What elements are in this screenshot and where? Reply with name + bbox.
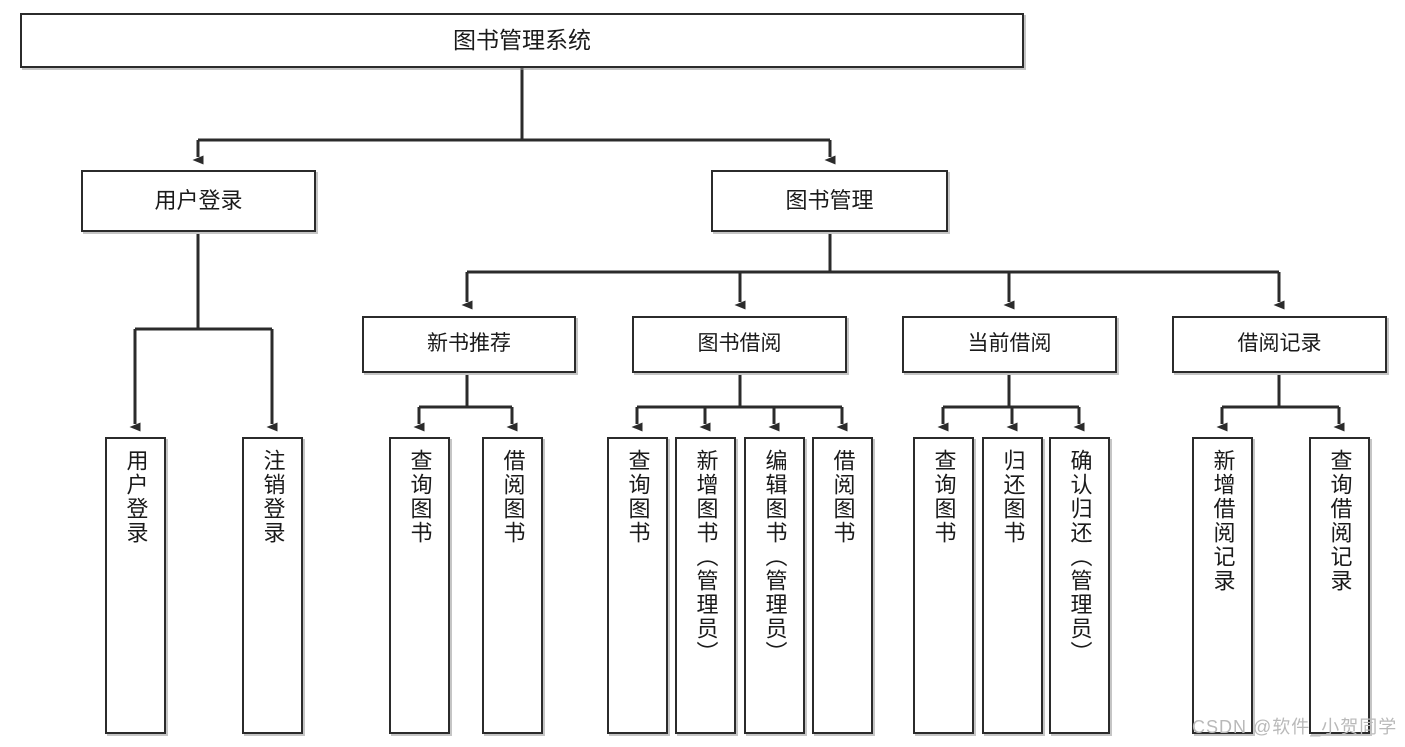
leaf-record-query[interactable]: 查询借阅记录 — [1309, 437, 1370, 734]
node-new-book-recommend-label: 新书推荐 — [427, 332, 511, 356]
node-borrow-record-label: 借阅记录 — [1237, 332, 1322, 356]
node-root[interactable]: 图书管理系统 — [20, 13, 1024, 68]
leaf-user-login-signout-label: 注销登录 — [260, 449, 286, 545]
node-book-borrow[interactable]: 图书借阅 — [632, 316, 847, 373]
leaf-borrow-query-book[interactable]: 查询图书 — [607, 437, 668, 734]
node-root-label: 图书管理系统 — [453, 26, 591, 53]
leaf-record-add[interactable]: 新增借阅记录 — [1192, 437, 1253, 734]
leaf-borrow-borrow-book-label: 借阅图书 — [830, 449, 856, 545]
leaf-current-query-book-label: 查询图书 — [931, 449, 957, 545]
csdn-watermark: CSDN @软件_小贺同学 — [1192, 717, 1398, 737]
node-current-borrow-label: 当前借阅 — [967, 332, 1052, 356]
node-book-management[interactable]: 图书管理 — [711, 170, 948, 232]
node-user-login[interactable]: 用户登录 — [81, 170, 316, 232]
node-user-login-label: 用户登录 — [154, 188, 243, 214]
node-current-borrow[interactable]: 当前借阅 — [902, 316, 1117, 373]
leaf-current-query-book[interactable]: 查询图书 — [913, 437, 974, 734]
node-book-management-label: 图书管理 — [785, 188, 874, 214]
leaf-borrow-edit-book-label: 编辑图书（管理员） — [762, 449, 788, 665]
leaf-new-book-borrow-label: 借阅图书 — [500, 449, 526, 545]
node-borrow-record[interactable]: 借阅记录 — [1172, 316, 1387, 373]
leaf-current-return-book-label: 归还图书 — [1000, 449, 1026, 545]
leaf-borrow-add-book-label: 新增图书（管理员） — [693, 449, 719, 665]
node-book-borrow-label: 图书借阅 — [697, 332, 782, 356]
leaf-new-book-query-label: 查询图书 — [407, 449, 433, 545]
node-new-book-recommend[interactable]: 新书推荐 — [362, 316, 576, 373]
leaf-record-query-label: 查询借阅记录 — [1327, 449, 1353, 593]
leaf-borrow-query-book-label: 查询图书 — [625, 449, 651, 545]
leaf-new-book-borrow[interactable]: 借阅图书 — [482, 437, 543, 734]
leaf-new-book-query[interactable]: 查询图书 — [389, 437, 450, 734]
leaf-borrow-borrow-book[interactable]: 借阅图书 — [812, 437, 873, 734]
leaf-record-add-label: 新增借阅记录 — [1210, 449, 1236, 593]
leaf-current-return-book[interactable]: 归还图书 — [982, 437, 1043, 734]
leaf-borrow-add-book[interactable]: 新增图书（管理员） — [675, 437, 736, 734]
leaf-user-login-signin[interactable]: 用户登录 — [105, 437, 166, 734]
leaf-current-confirm-return-label: 确认归还（管理员） — [1067, 449, 1093, 665]
leaf-user-login-signin-label: 用户登录 — [123, 449, 149, 545]
leaf-current-confirm-return[interactable]: 确认归还（管理员） — [1049, 437, 1110, 734]
leaf-borrow-edit-book[interactable]: 编辑图书（管理员） — [744, 437, 805, 734]
leaf-user-login-signout[interactable]: 注销登录 — [242, 437, 303, 734]
